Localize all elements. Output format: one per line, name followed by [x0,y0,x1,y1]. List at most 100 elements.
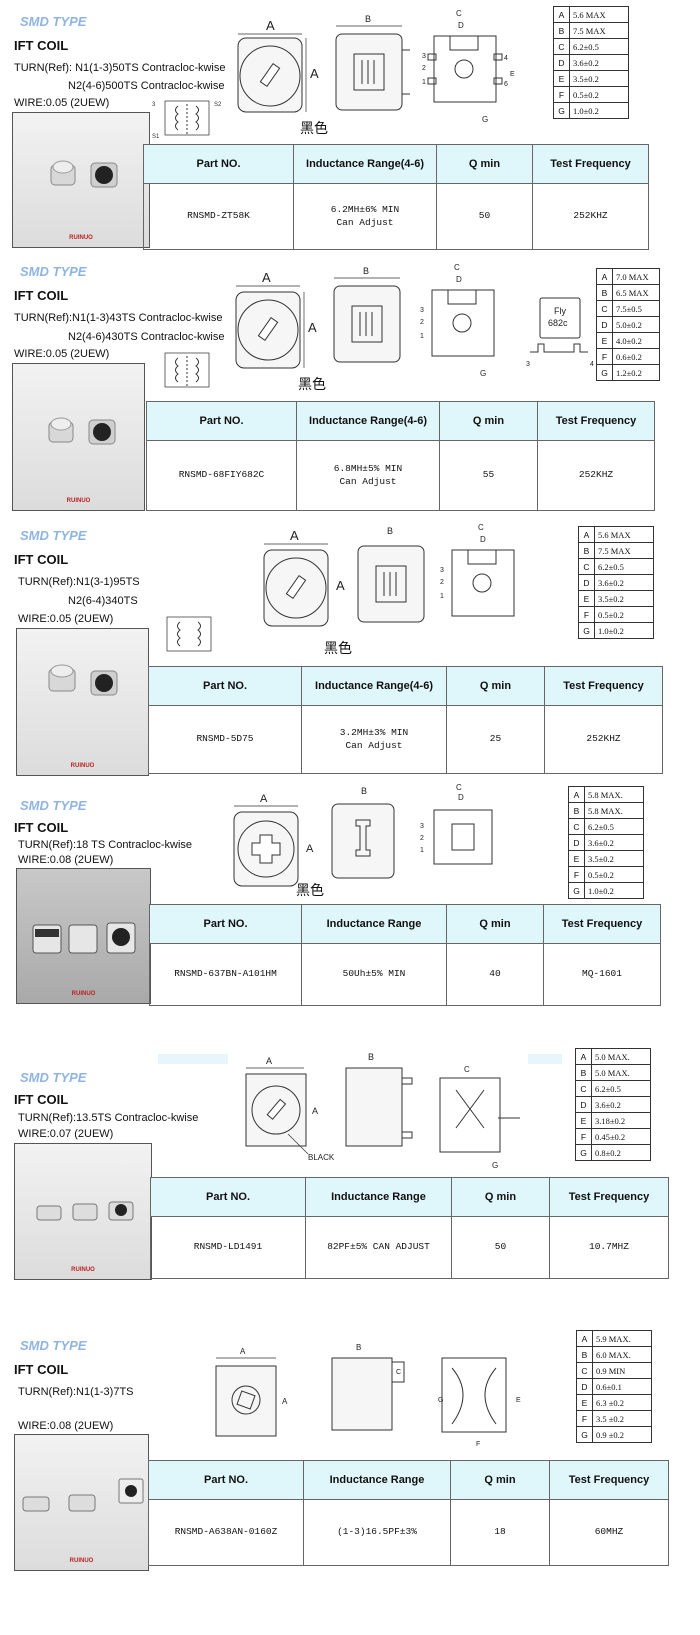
turn-spec-1: TURN(Ref):13.5TS Contracloc-kwise [18,1112,199,1124]
bottom-view-drawing: C G [439,1065,520,1170]
svg-text:C: C [396,1369,401,1376]
turn-spec-1: TURN(Ref):18 TS Contracloc-kwise [18,839,193,851]
ift-coil-title: IFT COIL [14,288,69,303]
cell-q-min: 50 [451,1216,550,1279]
turn-spec-1: TURN(Ref): N1(1-3)50TS Contracloc-kwise [14,62,226,74]
svg-text:A: A [308,320,317,335]
smd-type-label: SMD TYPE [20,264,87,279]
schematic-icon [164,352,210,388]
black-label: 黑色 [298,376,326,392]
svg-text:A: A [336,578,345,593]
header-test-frequency: Test Frequency [549,1460,669,1500]
cell-part-no: RNSMD-68FIY682C [146,440,297,511]
wire-spec: WIRE:0.08 (2UEW) [18,1420,114,1432]
svg-text:G: G [438,1397,443,1404]
ift-coil-title: IFT COIL [14,552,69,567]
svg-text:A: A [312,1106,318,1116]
svg-text:B: B [365,14,371,24]
header-q-min: Q min [446,904,544,944]
cell-test-frequency: 252KHZ [537,440,655,511]
cell-q-min: 55 [439,440,538,511]
product-photo: RUINUO [14,1434,149,1571]
brand-logo: RUINUO [71,991,96,997]
svg-text:1: 1 [422,79,426,86]
bottom-view-drawing: G E F [438,1357,521,1448]
svg-text:C: C [478,523,484,532]
coil-photo-icon [32,922,136,954]
cell-part-no: RNSMD-5D75 [148,705,302,774]
part-table: Part NO. Inductance Range(4-6) Q min Tes… [146,401,655,511]
side-view-drawing: B [331,786,395,879]
svg-text:1: 1 [440,593,444,600]
brand-logo: RUINUO [70,763,95,769]
svg-text:4: 4 [504,55,508,62]
product-photo: RUINUO [14,1143,152,1280]
svg-text:3: 3 [526,361,530,368]
brand-logo: RUINUO [66,498,91,504]
svg-text:D: D [456,275,462,284]
svg-text:D: D [458,793,464,802]
svg-text:3: 3 [420,307,424,314]
svg-text:2: 2 [422,65,426,72]
cell-part-no: RNSMD-A638AN-0160Z [148,1499,304,1566]
product-photo: RUINUO [16,868,151,1004]
header-q-min: Q min [446,666,545,706]
product-section-5: SMD TYPE IFT COIL TURN(Ref):13.5TS Contr… [0,1040,700,1330]
ift-coil-title: IFT COIL [14,1092,69,1107]
product-section-3: SMD TYPE IFT COIL TURN(Ref):N1(3-1)95TS … [0,520,700,780]
cell-test-frequency: 60MHZ [549,1499,669,1566]
black-label: 黑色 [324,640,352,656]
coil-photo-icon [22,1478,144,1512]
turn-spec-2: N2(4-6)430TS Contracloc-kwise [68,331,225,343]
top-view-drawing: A A [263,528,345,627]
header-q-min: Q min [450,1460,550,1500]
decor-strip [158,1054,228,1064]
top-view-drawing: A A [215,1347,288,1437]
svg-text:A: A [266,18,275,33]
header-test-frequency: Test Frequency [544,666,663,706]
schematic-icon: 3 S1 S2 [152,100,222,140]
svg-text:D: D [480,535,486,544]
svg-text:1: 1 [420,847,424,854]
svg-text:S2: S2 [214,102,222,108]
cell-q-min: 40 [446,943,544,1006]
part-table: Part NO. Inductance Range Q min Test Fre… [149,904,661,1006]
header-q-min: Q min [451,1177,550,1217]
svg-text:2: 2 [440,579,444,586]
svg-text:F: F [476,1441,480,1448]
svg-text:A: A [266,1056,272,1066]
part-table: Part NO. Inductance Range(4-6) Q min Tes… [143,144,649,250]
side-view-drawing: B [335,14,410,111]
svg-text:B: B [368,1052,374,1062]
fly-component-drawing: Fly 682c 3 4 [526,297,594,368]
brand-logo: RUINUO [69,235,93,241]
product-photo: RUINUO [12,363,145,511]
turn-spec-1: TURN(Ref):N1(3-1)95TS [18,576,140,588]
cell-inductance: (1-3)16.5PF±3% [303,1499,451,1566]
wire-spec: WIRE:0.05 (2UEW) [14,348,110,360]
wire-spec: WIRE:0.05 (2UEW) [18,613,114,625]
part-table: Part NO. Inductance Range(4-6) Q min Tes… [148,666,663,774]
coil-photo-icon [36,1201,134,1221]
smd-type-label: SMD TYPE [20,1338,87,1353]
top-view-drawing: A A [233,793,314,887]
header-part-no: Part NO. [146,401,297,441]
svg-text:C: C [454,263,460,272]
svg-text:3: 3 [440,567,444,574]
turn-spec-2: N2(4-6)500TS Contracloc-kwise [68,80,225,92]
svg-text:A: A [262,270,271,285]
header-part-no: Part NO. [148,1460,304,1500]
svg-text:A: A [282,1397,288,1406]
fly-code-label: 682c [548,318,568,328]
brand-logo: RUINUO [71,1267,95,1273]
header-inductance: Inductance Range(4-6) [296,401,440,441]
header-test-frequency: Test Frequency [537,401,655,441]
turn-spec-2: N2(6-4)340TS [68,595,138,607]
schematic-icon [166,616,212,652]
cell-q-min: 25 [446,705,545,774]
cell-part-no: RNSMD-ZT58K [143,183,294,250]
